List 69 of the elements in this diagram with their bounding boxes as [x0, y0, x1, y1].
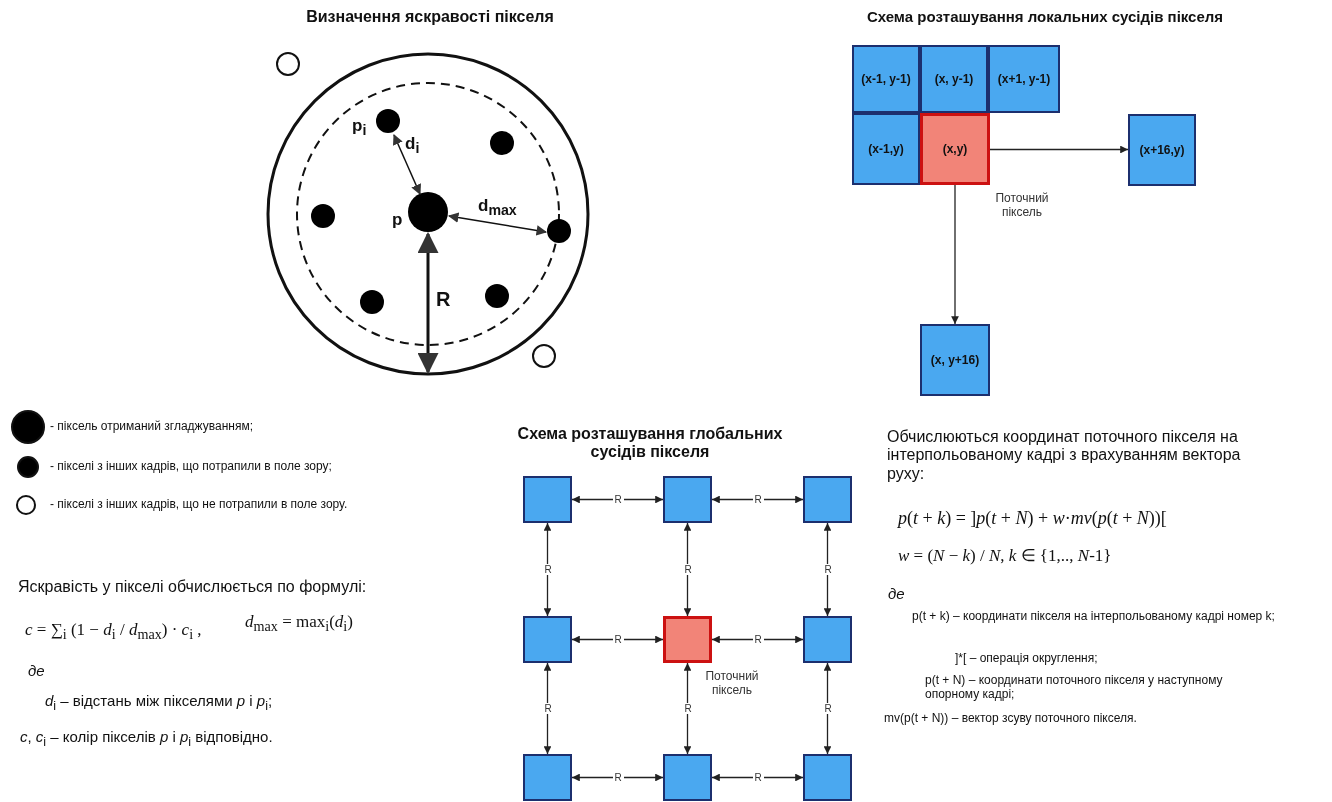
- section-title: Схема розташування локальних сусідів пікселя: [865, 8, 1225, 26]
- diagram-label: p: [392, 210, 403, 230]
- pixel-box: [523, 616, 572, 663]
- pixel-box: [803, 476, 852, 523]
- arrow: [711, 495, 804, 504]
- diagram-label: d$_{max}$: [478, 196, 517, 219]
- description-text: Обчислюються координат поточного пікселя на інтерпольованому кадрі з врахуванням вектора руху:: [887, 428, 1242, 484]
- node-caption: Поточний піксель: [704, 670, 760, 698]
- arrow: [711, 635, 804, 644]
- pixel-box: (x, y+16): [920, 324, 990, 396]
- section-title: Схема розташування глобальних сусідів пікселя: [516, 425, 784, 462]
- pixel-box: [663, 754, 712, 801]
- formula: c = ∑$_{i}$ (1 − d$_{i}$ / d$_{max}$) · c$_{i}$ ,: [25, 620, 202, 643]
- arrow: [683, 522, 692, 617]
- arrow: [823, 662, 832, 755]
- where-label: де: [28, 662, 45, 680]
- definition-text: d$_{i}$ – відстань між пікселями p і p$_{i}$;: [45, 692, 273, 714]
- diagram-label: R: [436, 288, 451, 311]
- arrow: [571, 495, 664, 504]
- diagram-label: p$_{i}$: [352, 116, 367, 139]
- edge-label: R: [752, 771, 764, 783]
- edge-label: R: [682, 563, 694, 575]
- current-pixel-box: [663, 616, 712, 663]
- formula: d$_{max}$ = max$_{i}$(d$_{i}$): [245, 612, 353, 635]
- pixel-box: (x-1,y): [852, 113, 920, 185]
- edge-label: R: [752, 633, 764, 645]
- section-title: Визначення яскравості пікселя: [305, 8, 555, 27]
- description-text: Яскравість у пікселі обчислюється по формулі:: [18, 578, 367, 597]
- diagram-label: d$_{i}$: [405, 134, 420, 157]
- node-caption: Поточний піксель: [994, 192, 1050, 220]
- pixel-box: (x+16,y): [1128, 114, 1196, 186]
- pixel-box: [803, 754, 852, 801]
- pixel-box: (x-1, y-1): [852, 45, 920, 113]
- pixel-box: [663, 476, 712, 523]
- definition-text: p(t + N) – координати поточного пікселя у наступному опорному кадрі;: [925, 674, 1224, 702]
- formula: p(t + k) = ]p(t + N) + w·mv(p(t + N))[: [898, 508, 1167, 529]
- pixel-box: [803, 616, 852, 663]
- arrow: [571, 773, 664, 782]
- pixel-box: (x+1, y-1): [988, 45, 1060, 113]
- arrow: [951, 184, 959, 325]
- definition-text: c, c$_{i}$ – колір пікселів p і p$_{i}$ відповідно.: [20, 728, 273, 750]
- arrow: [683, 662, 692, 755]
- arrow: [543, 522, 552, 617]
- arrow: [823, 522, 832, 617]
- definition-text: ]*[ – операція округлення;: [955, 652, 1098, 666]
- edge-label: R: [612, 633, 624, 645]
- legend-text: - пікселі з інших кадрів, що не потрапили в поле зору.: [50, 498, 348, 512]
- pixel-box: [523, 754, 572, 801]
- legend-text: - пікселі з інших кадрів, що потрапили в поле зору;: [50, 460, 332, 474]
- edge-label: R: [612, 493, 624, 505]
- edge-label: R: [682, 702, 694, 714]
- edge-label: R: [612, 771, 624, 783]
- edge-label: R: [822, 563, 834, 575]
- definition-text: p(t + k) – координати пікселя на інтерпольованому кадрі номер k;: [912, 610, 1276, 624]
- current-pixel-box: (x,y): [920, 113, 990, 185]
- edge-label: R: [822, 702, 834, 714]
- edge-label: R: [542, 702, 554, 714]
- arrow: [571, 635, 664, 644]
- legend-text: - піксель отриманий згладжуванням;: [50, 420, 254, 434]
- arrow: [989, 145, 1129, 154]
- formula: w = (N − k) / N, k ∈ {1,.., N-1}: [898, 546, 1112, 566]
- pixel-box: (x, y-1): [920, 45, 988, 113]
- edge-label: R: [542, 563, 554, 575]
- arrow: [543, 662, 552, 755]
- definition-text: mv(p(t + N)) – вектор зсуву поточного пікселя.: [884, 712, 1138, 726]
- where-label: де: [888, 585, 905, 603]
- pixel-box: [523, 476, 572, 523]
- edge-label: R: [752, 493, 764, 505]
- arrow: [711, 773, 804, 782]
